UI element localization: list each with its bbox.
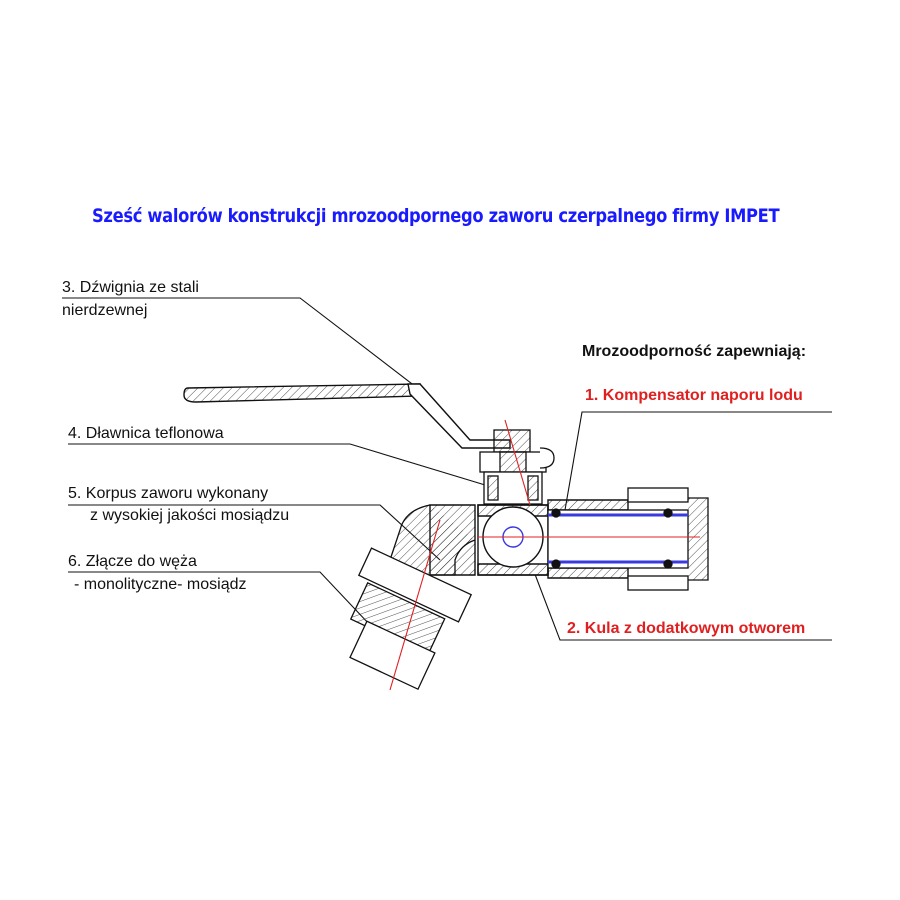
leader-lever — [62, 297, 421, 391]
leader-gland — [68, 443, 496, 489]
label-lever-line2: nierdzewnej — [62, 302, 148, 319]
label-gland: 4. Dławnica teflonowa — [68, 425, 224, 442]
leader-compensator — [564, 411, 832, 511]
leader-connector — [68, 571, 371, 626]
lever-handle — [183, 383, 511, 449]
label-body-line1: 5. Korpus zaworu wykonany — [68, 485, 269, 502]
label-connector-line2: - monolityczne- mosiądz — [74, 576, 247, 593]
stem-gland — [479, 429, 555, 508]
ice-compensator — [547, 487, 709, 591]
frost-heading: Mrozoodporność zapewniają: — [582, 343, 807, 360]
frost-item-ball: 2. Kula z dodatkowym otworem — [567, 620, 806, 637]
diagram-title: Sześć walorów konstrukcji mrozoodpornego… — [92, 205, 780, 227]
centerlines — [389, 419, 700, 691]
frost-item-compensator: 1. Kompensator naporu lodu — [585, 387, 803, 404]
spout-connector — [349, 504, 476, 691]
label-body-line2: z wysokiej jakości mosiądzu — [90, 507, 290, 524]
label-lever-line1: 3. Dźwignia ze stali — [62, 279, 199, 296]
leader-body — [68, 504, 441, 561]
leader-ball — [524, 547, 832, 641]
label-connector-line1: 6. Złącze do węża — [68, 553, 197, 570]
